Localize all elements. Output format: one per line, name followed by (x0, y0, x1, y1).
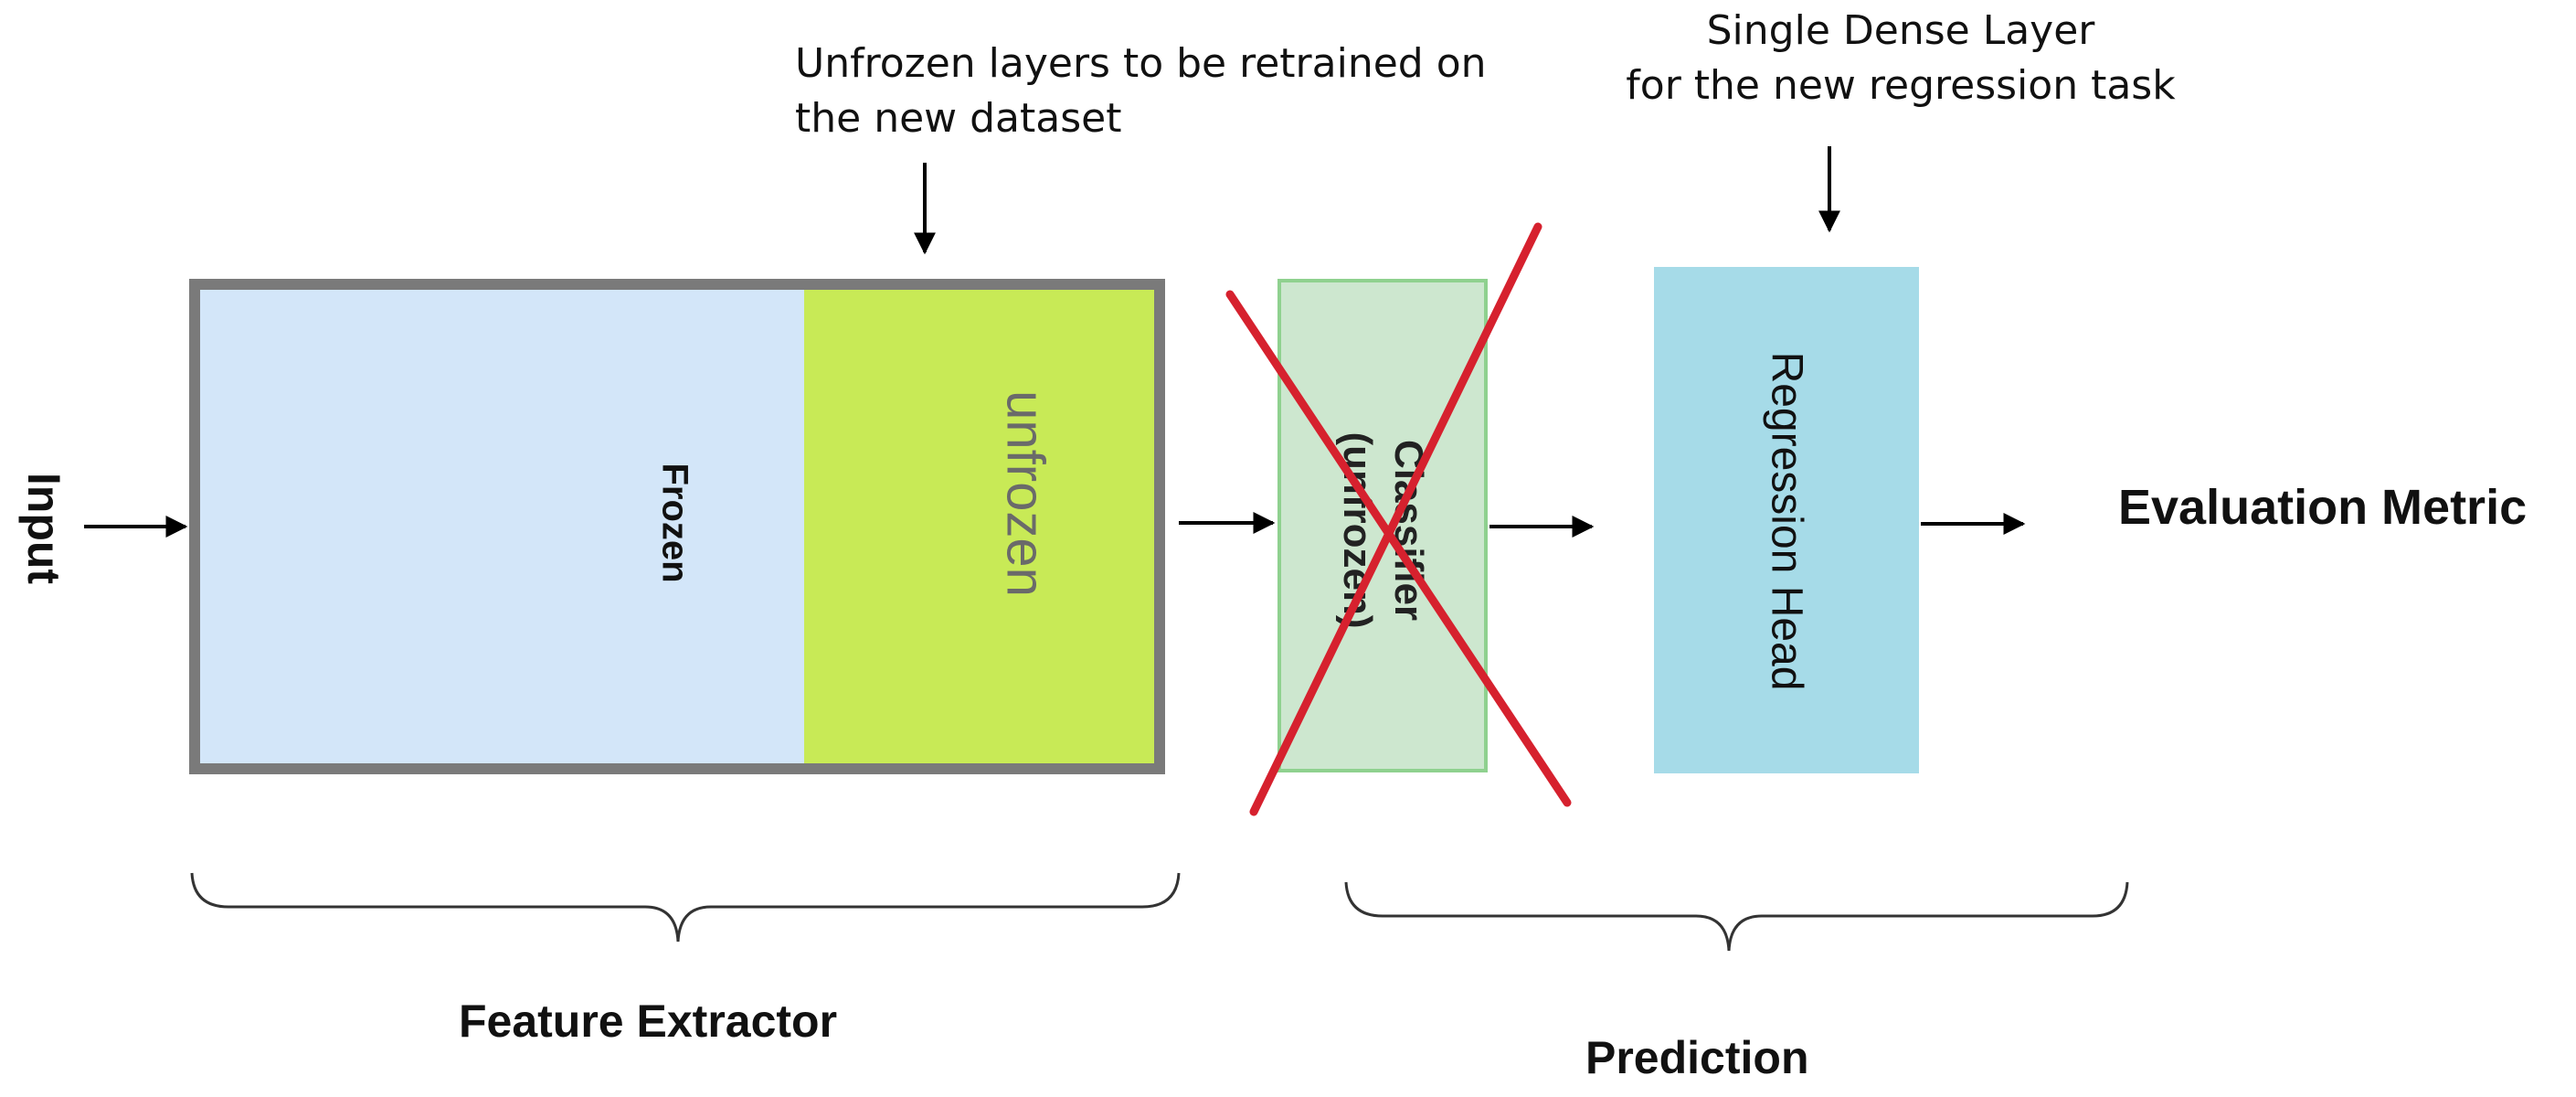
prediction-label: Prediction (1585, 1032, 1809, 1083)
evaluation-metric-label: Evaluation Metric (2118, 480, 2528, 535)
regression-head-label: Regression Head (1762, 351, 1811, 691)
unfrozen-region (804, 290, 1154, 763)
brace-feature-extractor (190, 872, 1181, 943)
annotation-unfrozen-layers: Unfrozen layers to be retrained on the n… (795, 37, 1487, 146)
annotation-unfrozen-line-2: the new dataset (795, 95, 1122, 142)
annotation-dense-line-1: Single Dense Layer (1706, 7, 2095, 54)
regression-head-block (1654, 267, 1919, 773)
annotation-dense-line-2: for the new regression task (1626, 62, 2176, 109)
feature-extractor-block (189, 279, 1165, 774)
annotation-unfrozen-line-1: Unfrozen layers to be retrained on (795, 40, 1487, 87)
feature-extractor-label: Feature Extractor (459, 996, 838, 1047)
brace-prediction (1344, 881, 2129, 952)
annotation-dense-layer: Single Dense Layer for the new regressio… (1608, 4, 2193, 113)
